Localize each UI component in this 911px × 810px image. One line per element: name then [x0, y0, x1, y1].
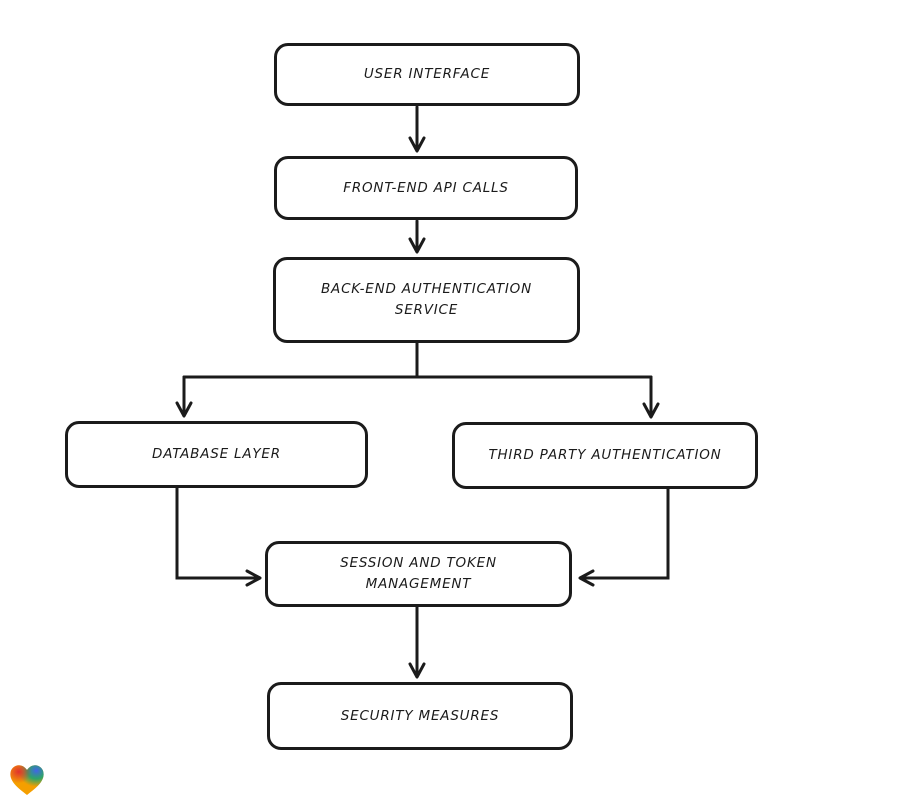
node-back-end-authentication-service: BACK-END AUTHENTICATION SERVICE — [273, 257, 580, 343]
node-security-measures: SECURITY MEASURES — [267, 682, 573, 750]
node-back-end-authentication-service-label: BACK-END AUTHENTICATION SERVICE — [320, 281, 532, 318]
edge-database-to-session — [175, 486, 262, 587]
node-database-layer: DATABASE LAYER — [65, 421, 368, 488]
node-session-and-token-management: SESSION AND TOKEN MANAGEMENT — [265, 541, 572, 607]
node-third-party-authentication: THIRD PARTY AUTHENTICATION — [452, 422, 758, 489]
node-security-measures-label: SECURITY MEASURES — [340, 707, 500, 724]
node-database-layer-label: DATABASE LAYER — [152, 446, 281, 463]
node-user-interface: USER INTERFACE — [274, 43, 580, 106]
node-front-end-api-calls-label: FRONT-END API CALLS — [343, 179, 509, 196]
node-front-end-api-calls: FRONT-END API CALLS — [274, 156, 578, 220]
edge-thirdparty-to-session — [578, 487, 670, 587]
node-user-interface-label: USER INTERFACE — [363, 66, 491, 83]
gradient-heart-icon — [10, 765, 44, 795]
node-session-and-token-management-label: SESSION AND TOKEN MANAGEMENT — [340, 555, 497, 592]
node-third-party-authentication-label: THIRD PARTY AUTHENTICATION — [488, 447, 722, 464]
